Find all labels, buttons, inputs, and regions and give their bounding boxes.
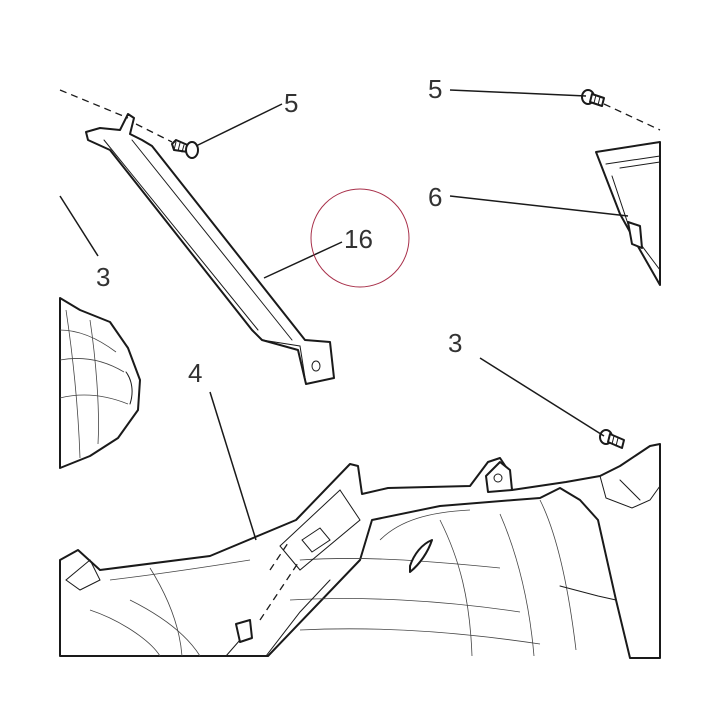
screw-right[interactable] [581, 89, 605, 107]
highlight-circle [310, 188, 410, 288]
leader-lines [59, 89, 629, 541]
callout-4: 4 [188, 358, 202, 388]
callout-6: 6 [428, 182, 442, 212]
callout-5-right: 5 [428, 74, 442, 104]
callout-16: 16 [344, 224, 373, 254]
left-cover-part[interactable] [59, 297, 141, 469]
assembly-lines [59, 89, 661, 621]
clip-right[interactable] [599, 429, 625, 449]
screw-left[interactable] [171, 139, 199, 159]
callout-3-left: 3 [96, 262, 110, 292]
bracket-part-6[interactable] [595, 141, 661, 286]
callout-3-right: 3 [448, 328, 462, 358]
lower-panel-part-4[interactable] [59, 443, 661, 659]
callout-5-left: 5 [284, 88, 298, 118]
callout-labels: 16 5 5 6 3 3 4 [96, 74, 462, 388]
bracket-part-16[interactable] [85, 113, 335, 385]
